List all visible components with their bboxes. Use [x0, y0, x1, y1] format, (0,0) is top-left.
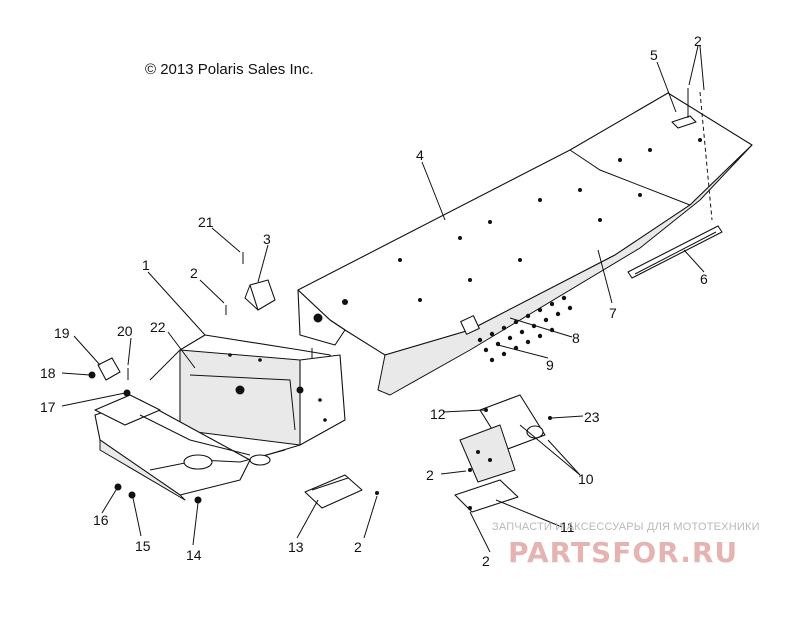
- callout-15: 15: [135, 538, 151, 554]
- callout-17: 17: [40, 399, 56, 415]
- leader-lines: [61, 45, 705, 553]
- tunnel-part: [297, 92, 753, 396]
- callout-23: 23: [584, 409, 600, 425]
- callout-10: 10: [578, 471, 594, 487]
- callout-1: 1: [142, 257, 150, 273]
- callout-6: 6: [700, 271, 708, 287]
- callout-7: 7: [609, 305, 617, 321]
- callout-20: 20: [117, 323, 133, 339]
- plate-part: [304, 474, 363, 509]
- watermark-caption: ЗАПЧАСТИ И АКСЕССУАРЫ ДЛЯ МОТОТЕХНИКИ: [492, 521, 760, 533]
- small-bracket-part: [97, 357, 121, 381]
- callout-3: 3: [263, 231, 271, 247]
- copyright-text: © 2013 Polaris Sales Inc.: [145, 61, 314, 78]
- callout-8: 8: [572, 330, 580, 346]
- callout-16: 16: [93, 512, 109, 528]
- callout-22: 22: [150, 319, 166, 335]
- callout-2e: 2: [482, 553, 490, 569]
- callout-18: 18: [40, 365, 56, 381]
- callout-21: 21: [198, 214, 214, 230]
- bulkhead-part: [94, 334, 346, 501]
- callout-2d: 2: [426, 467, 434, 483]
- callout-14: 14: [186, 547, 202, 563]
- callout-2c: 2: [354, 539, 362, 555]
- fasteners: [88, 88, 713, 510]
- callout-labels: 1 2 2 2 2 2 2 3 4 5 6 7 8 9 10 11 12 13 …: [40, 33, 708, 569]
- callout-19: 19: [54, 325, 70, 341]
- callout-2b: 2: [694, 33, 702, 49]
- perforation-pattern: [477, 295, 573, 363]
- rail-strip-part: [627, 225, 723, 279]
- callout-4: 4: [416, 147, 424, 163]
- callout-9: 9: [546, 357, 554, 373]
- watermark-logo: PARTSFOR.RU: [508, 536, 738, 569]
- callout-12: 12: [430, 406, 446, 422]
- tab-part: [671, 115, 697, 129]
- mount-bracket-part: [454, 394, 546, 513]
- callout-11: 11: [560, 519, 575, 535]
- callout-2a: 2: [190, 265, 198, 281]
- callout-13: 13: [288, 539, 304, 555]
- bracket-part: [244, 279, 276, 311]
- watermark: ЗАПЧАСТИ И АКСЕССУАРЫ ДЛЯ МОТОТЕХНИКИ PA…: [492, 521, 760, 569]
- callout-5: 5: [650, 47, 658, 63]
